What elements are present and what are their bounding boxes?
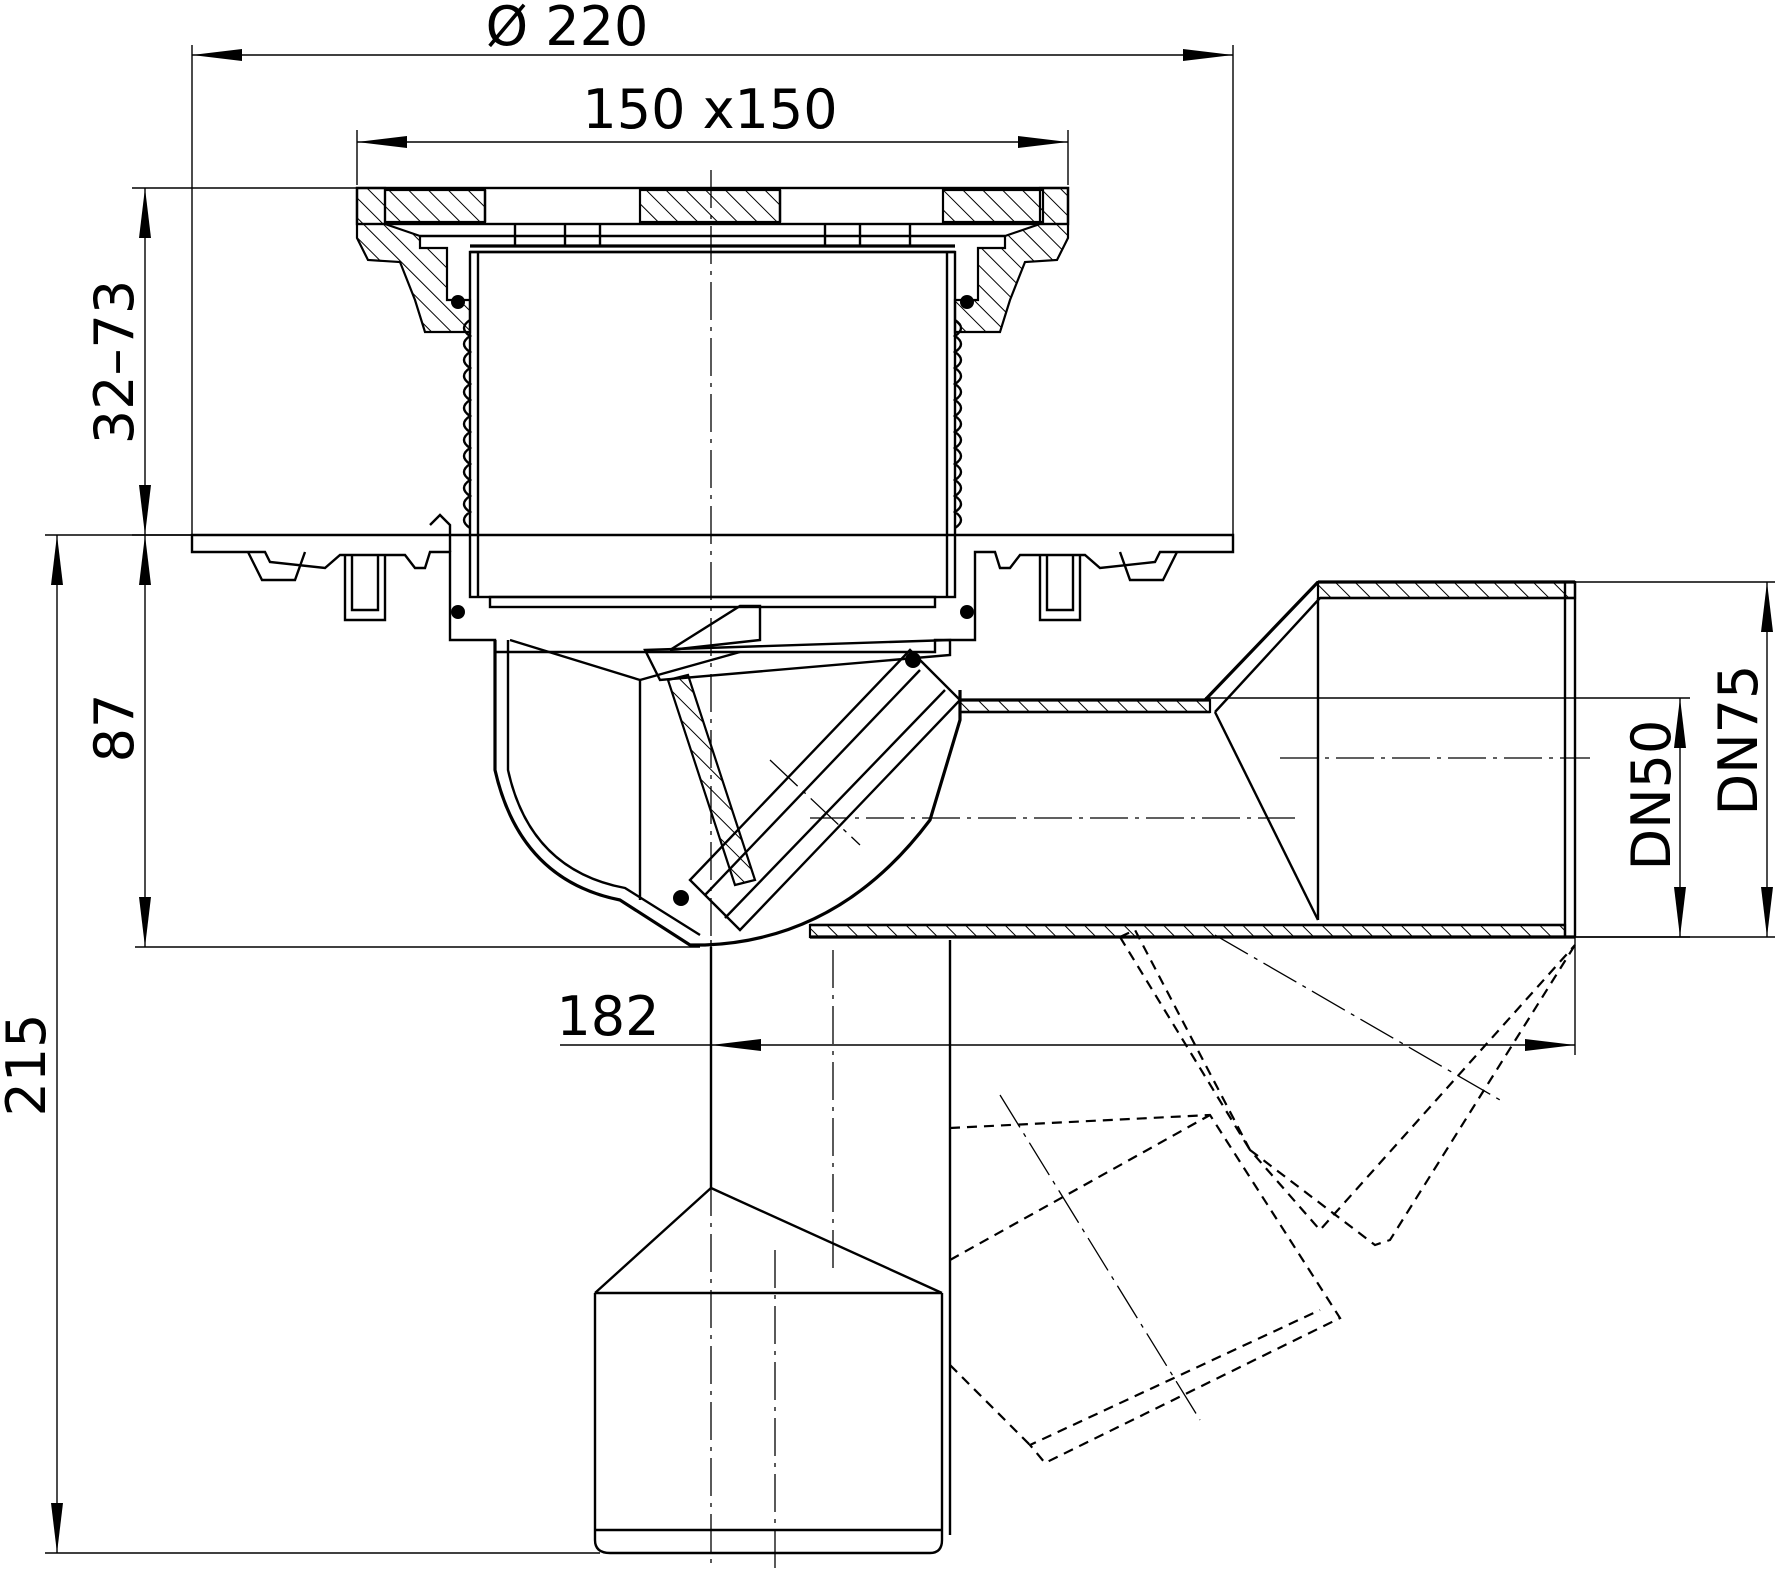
dim-length-182: 182 [556,985,659,1048]
dim-height-215: 215 [0,1013,58,1116]
dim-height-32-73: 32–73 [83,280,146,444]
dim-dn75: DN75 [1707,665,1770,816]
dimension-lines [45,45,1775,1554]
dim-height-87: 87 [83,694,146,763]
grate-frame [355,186,1070,334]
dim-grate-150x150: 150 x150 [582,78,837,141]
base-flange [190,513,1235,654]
horizontal-outlet [808,580,1590,939]
dim-dn50: DN50 [1620,720,1683,871]
dim-diameter-220: Ø 220 [486,0,649,58]
drain-body [488,170,962,1570]
telescopic-sleeve [451,250,974,619]
alternate-outlet-positions [949,928,1576,1465]
dimension-labels: Ø 220 150 x150 32–73 87 215 182 DN50 DN7… [0,0,1770,1117]
vertical-outlet [593,940,952,1573]
